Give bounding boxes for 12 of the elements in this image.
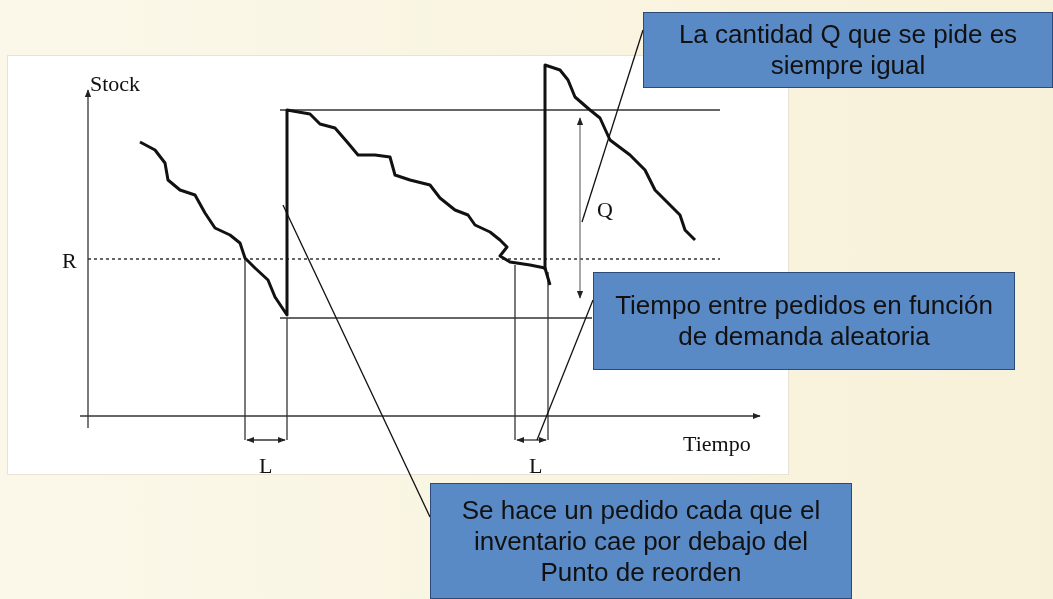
quantity-label: Q	[597, 197, 613, 223]
leader-line	[282, 204, 431, 518]
callout-box: Tiempo entre pedidos en función de demanda aleatoria	[593, 272, 1015, 370]
callout-box: Se hace un pedido cada que el inventario cae por debajo del Punto de reorden	[430, 483, 852, 599]
axis-label: Stock	[90, 71, 141, 97]
axis-label: Tiempo	[683, 431, 751, 457]
leader-line	[536, 299, 594, 441]
reorder-point-label: R	[62, 248, 77, 274]
callout-box: La cantidad Q que se pide es siempre igual	[643, 12, 1053, 88]
lead-time-label: L	[529, 453, 543, 479]
leader-line	[581, 29, 644, 223]
lead-time-label: L	[259, 453, 273, 479]
